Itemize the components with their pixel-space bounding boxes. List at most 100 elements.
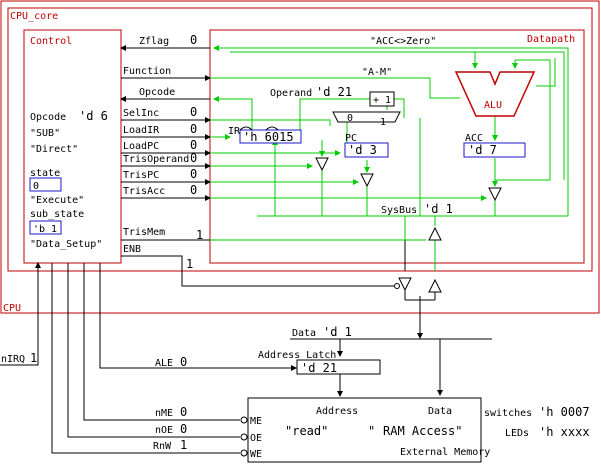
switches-value: 'h 0007 <box>539 405 590 419</box>
ale-value: 0 <box>180 355 187 369</box>
sysbus-value: 'd 1 <box>424 202 453 216</box>
cpu-core-title: CPU_core <box>10 11 58 22</box>
mode-name: "Direct" <box>30 144 78 155</box>
ir-label: IR <box>228 126 241 137</box>
leds-label: LEDs <box>505 428 529 439</box>
switches-label: switches <box>484 408 532 419</box>
signal-trispc-label: TrisPC <box>123 170 159 181</box>
opcode-value: 'd 6 <box>79 109 108 123</box>
opcode-label: Opcode <box>30 112 66 123</box>
alu-op-label: "A-M" <box>362 67 392 78</box>
ir-split-marks <box>239 126 279 131</box>
signal-trismem-value: 1 <box>196 228 203 242</box>
signal-trisoperand-label: TrisOperand <box>123 154 189 165</box>
memory-data-label: Data <box>428 406 452 417</box>
memory-pin-me: ME <box>250 416 262 427</box>
signal-selinc-value: 0 <box>190 105 197 119</box>
ale-label: ALE <box>155 358 173 369</box>
signal-trisacc-label: TrisAcc <box>123 186 165 197</box>
cpu-frame <box>0 0 600 314</box>
alu-label: ALU <box>484 100 502 111</box>
sub-state-display <box>29 220 62 235</box>
operand-tristate <box>315 157 329 172</box>
state-value: 0 <box>33 181 39 192</box>
pc-mux <box>332 111 401 123</box>
datapath-wiring <box>210 45 569 271</box>
datapath-title: Datapath <box>527 34 575 45</box>
signal-loadpc-label: LoadPC <box>123 141 159 152</box>
noe-value: 0 <box>180 422 187 436</box>
pc-label: PC <box>345 133 357 144</box>
opcode-name: "SUB" <box>30 128 60 139</box>
memory-title: External Memory <box>400 447 490 458</box>
signal-function-label: Function <box>123 66 171 77</box>
mux-input-0: 0 <box>347 113 353 124</box>
acc-zero-label: "ACC<>Zero" <box>370 36 436 47</box>
memory-status-quote: " <box>368 424 375 438</box>
signal-loadir-label: LoadIR <box>123 125 160 136</box>
mem-in-tristate <box>428 226 442 241</box>
control-title: Control <box>30 36 72 47</box>
sysbus-label: SysBus <box>381 205 417 216</box>
acc-value: 'd 7 <box>468 143 497 157</box>
nme-label: nME <box>155 408 173 419</box>
signal-trisoperand-value: 0 <box>190 151 197 165</box>
acc-tristate <box>488 187 502 202</box>
address-latch <box>296 359 381 375</box>
pc-value: 'd 3 <box>348 143 377 157</box>
state-label: state <box>30 168 60 179</box>
memory-status: RAM Access" <box>383 424 462 438</box>
address-latch-value: 'd 21 <box>301 361 337 375</box>
acc-register <box>463 142 526 158</box>
ir-value: 'h 6015 <box>243 130 294 144</box>
cpu-core-frame <box>7 7 593 272</box>
pc-register <box>344 142 389 158</box>
signal-loadir-value: 0 <box>190 122 197 136</box>
signal-opcode-label: Opcode <box>139 87 175 98</box>
rnw-value: 1 <box>180 438 187 452</box>
nme-value: 0 <box>180 405 187 419</box>
operand-value: 'd 21 <box>316 85 352 99</box>
control-signals: Zflag 0 Function Opcode SelInc 0 LoadIR … <box>120 33 406 287</box>
pc-tristate <box>360 173 374 188</box>
data-bus-value: 'd 1 <box>323 325 352 339</box>
external-bus: Data 'd 1 Address Latch 'd 21 ALE 0 nIRQ… <box>0 262 492 454</box>
signal-enb-value: 1 <box>186 257 193 271</box>
ir-register <box>239 129 302 144</box>
signal-trisacc-value: 0 <box>190 183 197 197</box>
memory-pin-we: WE <box>250 449 262 460</box>
leds-value: 'h xxxx <box>539 425 590 439</box>
control-box <box>23 29 122 264</box>
mux-input-1: 1 <box>380 117 386 128</box>
sub-state-name: "Data_Setup" <box>30 239 102 250</box>
rnw-label: RnW <box>153 441 172 452</box>
acc-label: ACC <box>465 133 483 144</box>
memory-pin-oe: OE <box>250 433 262 444</box>
external-memory: ME OE WE Address Data "read" " RAM Acces… <box>240 397 490 463</box>
signal-zflag-label: Zflag <box>139 36 169 47</box>
state-name: "Execute" <box>30 195 84 206</box>
nirq-value: 1 <box>30 351 37 365</box>
operand-label: Operand <box>270 88 312 99</box>
state-display <box>29 177 62 192</box>
signal-enb-label: ENB <box>123 244 141 255</box>
datapath-box <box>209 29 585 264</box>
noe-label: nOE <box>155 425 173 436</box>
data-bus-label: Data <box>292 328 316 339</box>
memory-address-label: Address <box>316 406 358 417</box>
alu-block <box>454 71 536 117</box>
incrementer-block <box>369 91 395 107</box>
address-latch-label: Address Latch <box>258 350 336 361</box>
cpu-title: CPU <box>3 303 21 314</box>
signal-zflag-value: 0 <box>190 33 197 47</box>
signal-trispc-value: 0 <box>190 167 197 181</box>
incrementer-label: + 1 <box>373 95 391 106</box>
signal-selinc-label: SelInc <box>123 108 159 119</box>
memory-mode: "read" <box>285 424 328 438</box>
signal-trismem-label: TrisMem <box>123 227 165 238</box>
sub-state-label: sub_state <box>30 209 84 220</box>
signal-loadpc-value: 0 <box>190 138 197 152</box>
nirq-label: nIRQ <box>1 354 25 365</box>
